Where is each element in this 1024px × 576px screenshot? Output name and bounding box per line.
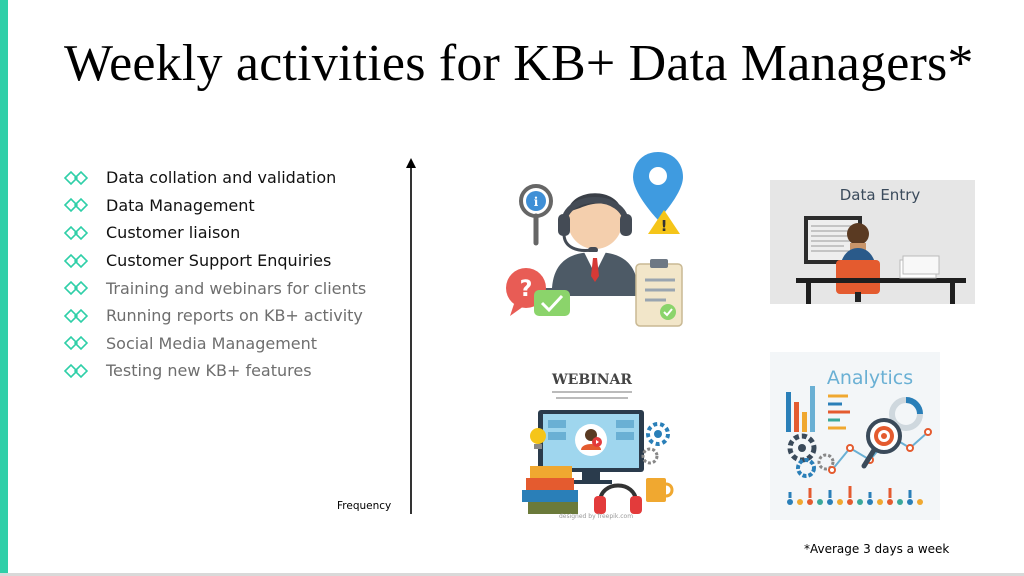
webinar-label: WEBINAR	[551, 372, 632, 388]
list-item: Data collation and validation	[64, 164, 366, 192]
diamond-bullet-icon	[64, 336, 88, 351]
svg-text:!: !	[661, 217, 668, 235]
list-item-text: Data collation and validation	[106, 168, 337, 188]
analytics-illustration: Analytics	[770, 352, 940, 520]
list-item: Testing new KB+ features	[64, 357, 366, 385]
list-item-text: Training and webinars for clients	[106, 278, 367, 298]
list-item-text: Testing new KB+ features	[106, 361, 312, 381]
customer-support-illustration: ! i ?	[506, 152, 683, 327]
frequency-axis-label: Frequency	[337, 500, 392, 512]
bottom-divider	[0, 573, 1024, 576]
svg-text:?: ?	[520, 277, 533, 302]
list-item: Training and webinars for clients	[64, 274, 366, 302]
list-item-text: Running reports on KB+ activity	[106, 306, 363, 326]
list-item-text: Social Media Management	[106, 333, 318, 353]
footnote: *Average 3 days a week	[804, 542, 950, 556]
diamond-bullet-icon	[64, 225, 88, 241]
diamond-bullet-icon	[64, 170, 88, 185]
list-item-text: Customer Support Enquiries	[106, 251, 332, 271]
list-item: Social Media Management	[64, 330, 366, 358]
diamond-bullet-icon	[64, 281, 88, 296]
list-item: Data Management	[64, 192, 366, 220]
left-accent-bar	[0, 0, 8, 576]
list-item: Customer Support Enquiries	[64, 247, 366, 275]
webinar-illustration: WEBINAR designed by freepik.com	[508, 352, 688, 522]
list-item-text: Customer liaison	[106, 223, 241, 243]
diamond-bullet-icon	[64, 308, 88, 323]
list-item: Running reports on KB+ activity	[64, 302, 366, 330]
list-item-text: Data Management	[106, 195, 255, 215]
frequency-arrow	[406, 158, 416, 514]
analytics-label: Analytics	[827, 367, 913, 389]
data-entry-label: Data Entry	[840, 186, 921, 204]
svg-text:designed by freepik.com: designed by freepik.com	[559, 513, 633, 520]
diamond-bullet-icon	[64, 253, 88, 268]
list-item: Customer liaison	[64, 219, 366, 247]
data-entry-image: Data Entry	[770, 180, 975, 304]
diamond-bullet-icon	[64, 363, 88, 379]
slide-title: Weekly activities for KB+ Data Managers*	[64, 35, 974, 92]
diamond-bullet-icon	[64, 198, 88, 213]
activity-list: Data collation and validation Data Manag…	[64, 164, 366, 385]
svg-text:i: i	[534, 195, 539, 209]
